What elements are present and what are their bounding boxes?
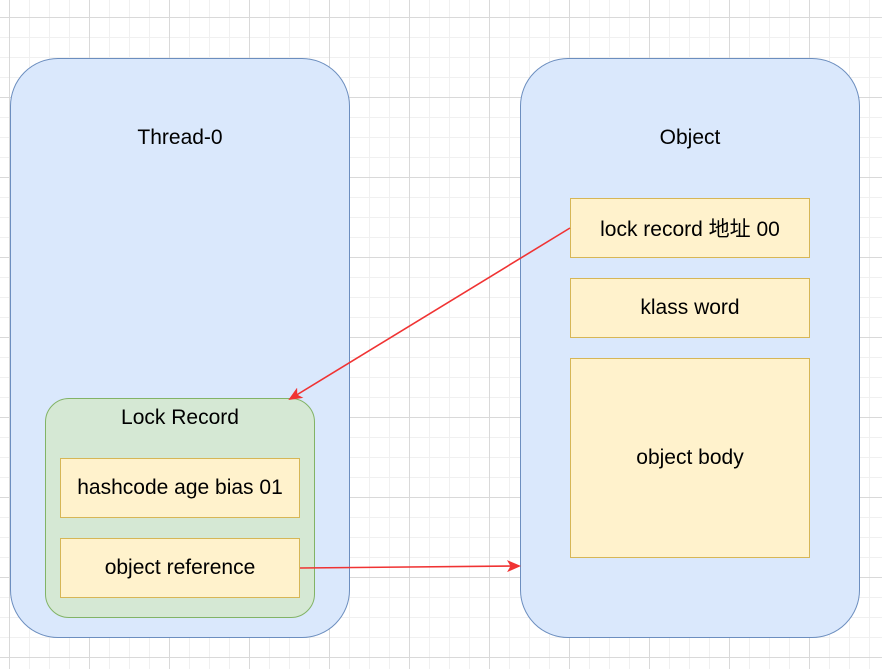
thread-title: Thread-0	[137, 126, 223, 149]
lock-record-title: Lock Record	[121, 406, 239, 429]
object-field-mark-word: lock record 地址 00	[570, 198, 810, 258]
object-title: Object	[659, 126, 721, 149]
lock-record-field-mark-word: hashcode age bias 01	[60, 458, 300, 518]
object-field-klass-word: klass word	[570, 278, 810, 338]
lock-record-field-object-reference: object reference	[60, 538, 300, 598]
object-field-body: object body	[570, 358, 810, 558]
